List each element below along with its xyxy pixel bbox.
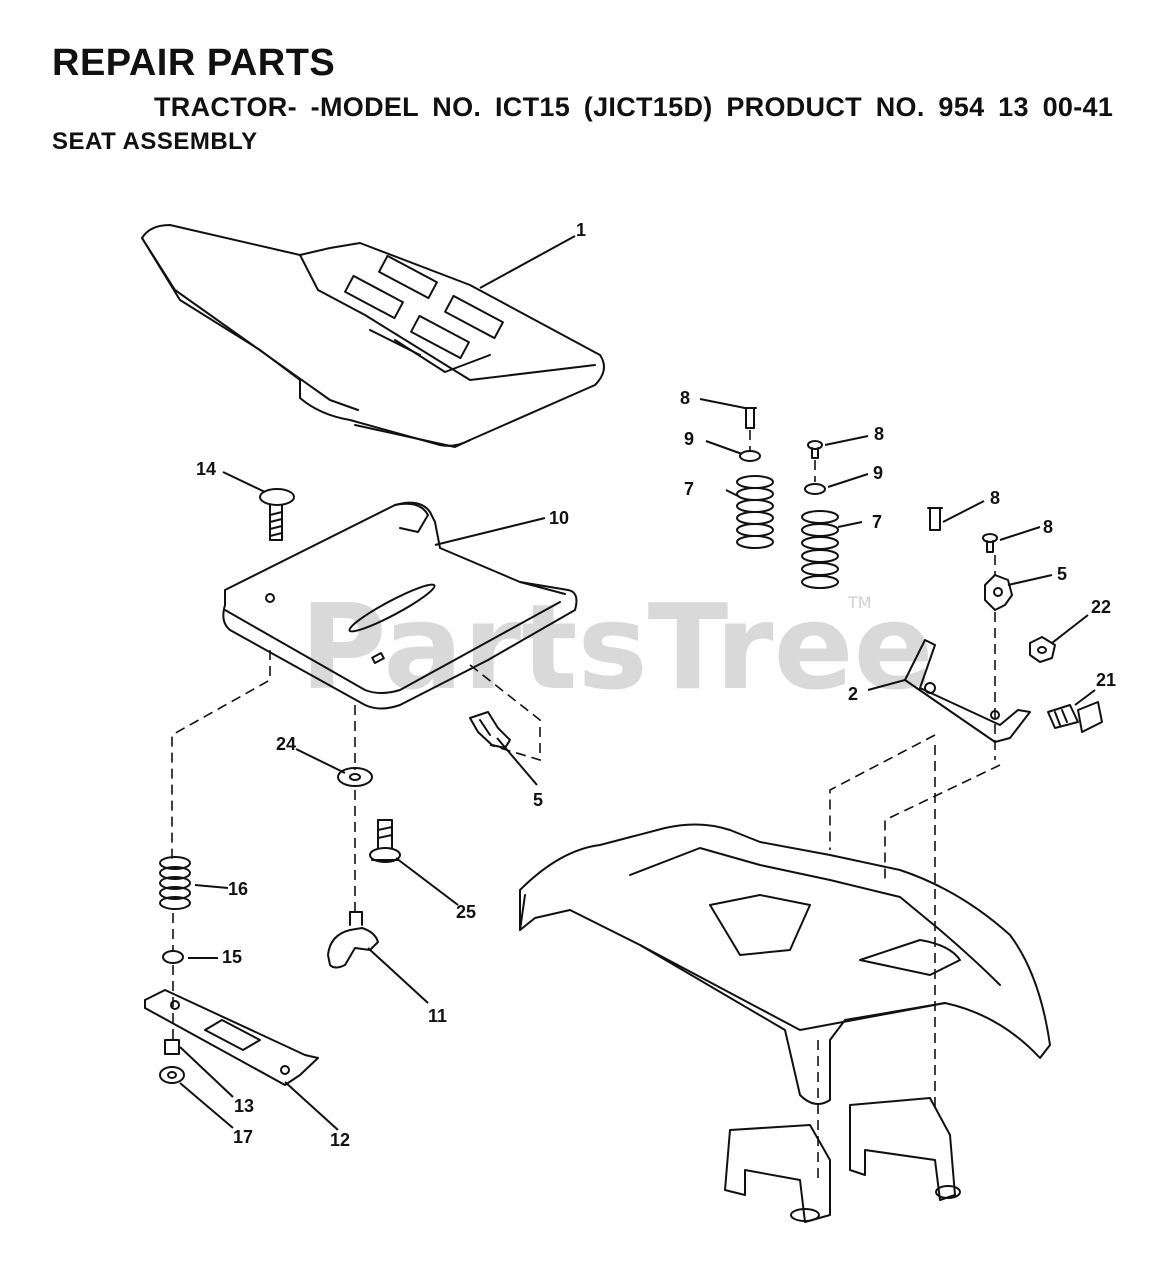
nut-part-22 bbox=[1029, 636, 1056, 663]
callout-25: 25 bbox=[456, 902, 476, 922]
callout-24: 24 bbox=[276, 734, 296, 754]
callout-5-left: 5 bbox=[533, 790, 543, 810]
callout-2: 2 bbox=[848, 684, 858, 704]
bolt-part bbox=[259, 488, 295, 541]
washer-part-15 bbox=[162, 950, 184, 964]
seat-pan-part bbox=[222, 501, 578, 710]
section-title: SEAT ASSEMBLY bbox=[52, 128, 258, 155]
washer-part-9b bbox=[804, 483, 826, 495]
screw-part-8d bbox=[982, 533, 998, 553]
callout-10: 10 bbox=[549, 508, 569, 528]
page-title: REPAIR PARTS bbox=[52, 42, 336, 84]
switch-part-right bbox=[984, 574, 1013, 611]
callout-1: 1 bbox=[576, 220, 586, 240]
callout-12: 12 bbox=[330, 1130, 350, 1150]
callout-8-a: 8 bbox=[680, 388, 690, 408]
washer-part-17 bbox=[159, 1066, 185, 1084]
knob-part bbox=[327, 911, 379, 969]
screw-part-8b bbox=[807, 440, 823, 459]
callout-8-c: 8 bbox=[990, 488, 1000, 508]
spring-part-7a bbox=[736, 475, 774, 549]
fender-part bbox=[519, 823, 1051, 1223]
spring-part-7b bbox=[801, 510, 839, 589]
spring-part-16 bbox=[159, 856, 191, 910]
washer-part bbox=[337, 767, 373, 787]
stud-bolt-part bbox=[369, 819, 401, 863]
callout-7-right: 7 bbox=[872, 512, 882, 532]
watermark: PartsTree bbox=[300, 578, 934, 716]
washer-part-9a bbox=[739, 450, 761, 462]
screw-part-8c bbox=[927, 507, 943, 531]
callout-9-b: 9 bbox=[873, 463, 883, 483]
callout-9-a: 9 bbox=[684, 429, 694, 449]
switch-part-left bbox=[469, 711, 511, 749]
callout-7-left: 7 bbox=[684, 479, 694, 499]
callout-14: 14 bbox=[196, 459, 216, 479]
callout-11: 11 bbox=[428, 1006, 447, 1026]
callout-13: 13 bbox=[234, 1096, 254, 1116]
callout-15: 15 bbox=[222, 947, 242, 967]
callout-8-b: 8 bbox=[874, 424, 884, 444]
callout-5-right: 5 bbox=[1057, 564, 1067, 584]
nut-part-13 bbox=[164, 1039, 180, 1055]
bolt-part-21 bbox=[1047, 701, 1103, 733]
callout-22: 22 bbox=[1091, 597, 1111, 617]
callout-16: 16 bbox=[228, 879, 248, 899]
screw-part-8a bbox=[743, 407, 757, 429]
watermark-tm: TM bbox=[847, 593, 872, 612]
callout-17: 17 bbox=[233, 1127, 253, 1147]
model-subtitle: TRACTOR- -MODEL NO. ICT15 (JICT15D) PROD… bbox=[154, 92, 1114, 122]
callout-21: 21 bbox=[1096, 670, 1116, 690]
bracket-plate-part bbox=[144, 989, 319, 1086]
callout-8-d: 8 bbox=[1043, 517, 1053, 537]
seat-part bbox=[141, 224, 605, 448]
